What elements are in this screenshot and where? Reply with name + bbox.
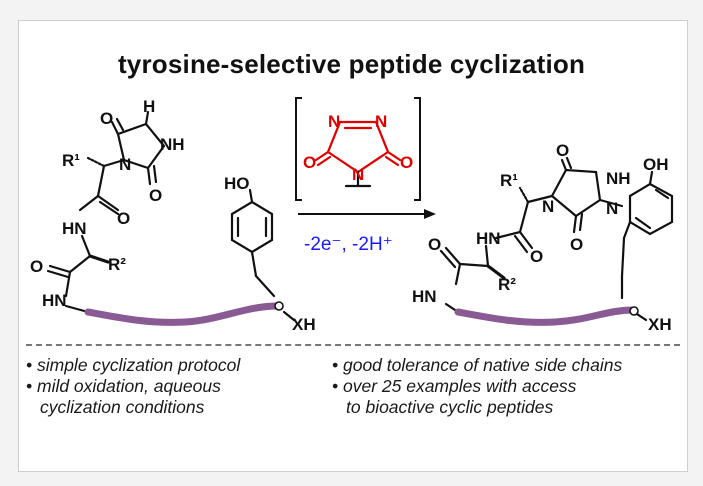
- left-label-hn1: HN: [62, 219, 87, 238]
- bullet-item: • good tolerance of native side chains: [332, 355, 623, 375]
- left-label-n-ring: N: [119, 155, 131, 174]
- bullet-item: • mild oxidation, aqueous: [26, 376, 221, 396]
- left-peptide-chain: [84, 302, 282, 326]
- bullet-item: • over 25 examples with access: [332, 376, 577, 396]
- left-label-h: H: [143, 97, 155, 116]
- right-chain-node: [629, 306, 639, 316]
- right-label-hn2: HN: [412, 287, 437, 306]
- right-label-n2: N: [606, 199, 618, 218]
- left-label-o-amide2: O: [30, 257, 43, 276]
- left-label-r2: R²: [108, 255, 126, 274]
- left-label-nh: NH: [160, 135, 185, 154]
- right-label-xh: XH: [648, 315, 672, 334]
- left-label-o-bottom: O: [149, 186, 162, 205]
- reagent-n-left: N: [328, 112, 340, 131]
- right-label-r2: R²: [498, 275, 516, 294]
- left-label-r1: R¹: [62, 151, 80, 170]
- right-label-r1: R¹: [500, 171, 518, 190]
- bullet-item: cyclization conditions: [40, 397, 205, 417]
- right-molecule: [439, 156, 674, 322]
- bullet-item: to bioactive cyclic peptides: [346, 397, 554, 417]
- left-label-ho: HO: [224, 174, 250, 193]
- bullet-list-left: • simple cyclization protocol • mild oxi…: [26, 355, 240, 418]
- left-molecule: [46, 110, 296, 322]
- left-label-xh: XH: [292, 315, 316, 334]
- left-labels: H O N NH R¹ N O HO O HN O R² HN XH: [30, 97, 316, 334]
- right-label-hn1: HN: [476, 229, 501, 248]
- reagent-o-right: O: [400, 153, 413, 172]
- right-label-oh: OH: [643, 155, 669, 174]
- left-label-o-amide: O: [117, 209, 130, 228]
- right-label-o-amide2: O: [428, 235, 441, 254]
- reagent-labels: N N O O N: [303, 112, 413, 184]
- reagent-n-right: N: [375, 112, 387, 131]
- reagent-structure: [314, 120, 402, 188]
- right-label-o-amide: O: [530, 247, 543, 266]
- reagent-brackets: [295, 97, 421, 201]
- left-label-o-top: O: [100, 109, 113, 128]
- bullet-item: • simple cyclization protocol: [26, 355, 241, 375]
- right-label-o-top: O: [556, 141, 569, 160]
- right-labels: R¹ O NH OH N N HN O O O HN R² XH: [412, 141, 672, 334]
- reaction-arrow: [298, 209, 436, 219]
- reaction-conditions: -2e⁻, -2H⁺: [304, 234, 393, 255]
- right-label-o-ring: O: [570, 235, 583, 254]
- left-chain-node: [274, 301, 284, 311]
- graphical-abstract-card: [18, 20, 688, 472]
- right-label-nh: NH: [606, 169, 631, 188]
- left-label-hn2: HN: [42, 291, 67, 310]
- bullet-list-right: • good tolerance of native side chains •…: [332, 355, 622, 418]
- scheme-title: tyrosine-selective peptide cyclization: [117, 49, 586, 79]
- reagent-n-bottom: N: [352, 165, 364, 184]
- section-divider: [26, 344, 680, 346]
- reagent-o-left: O: [303, 153, 316, 172]
- right-label-n1: N: [542, 197, 554, 216]
- right-peptide-chain: [454, 306, 638, 326]
